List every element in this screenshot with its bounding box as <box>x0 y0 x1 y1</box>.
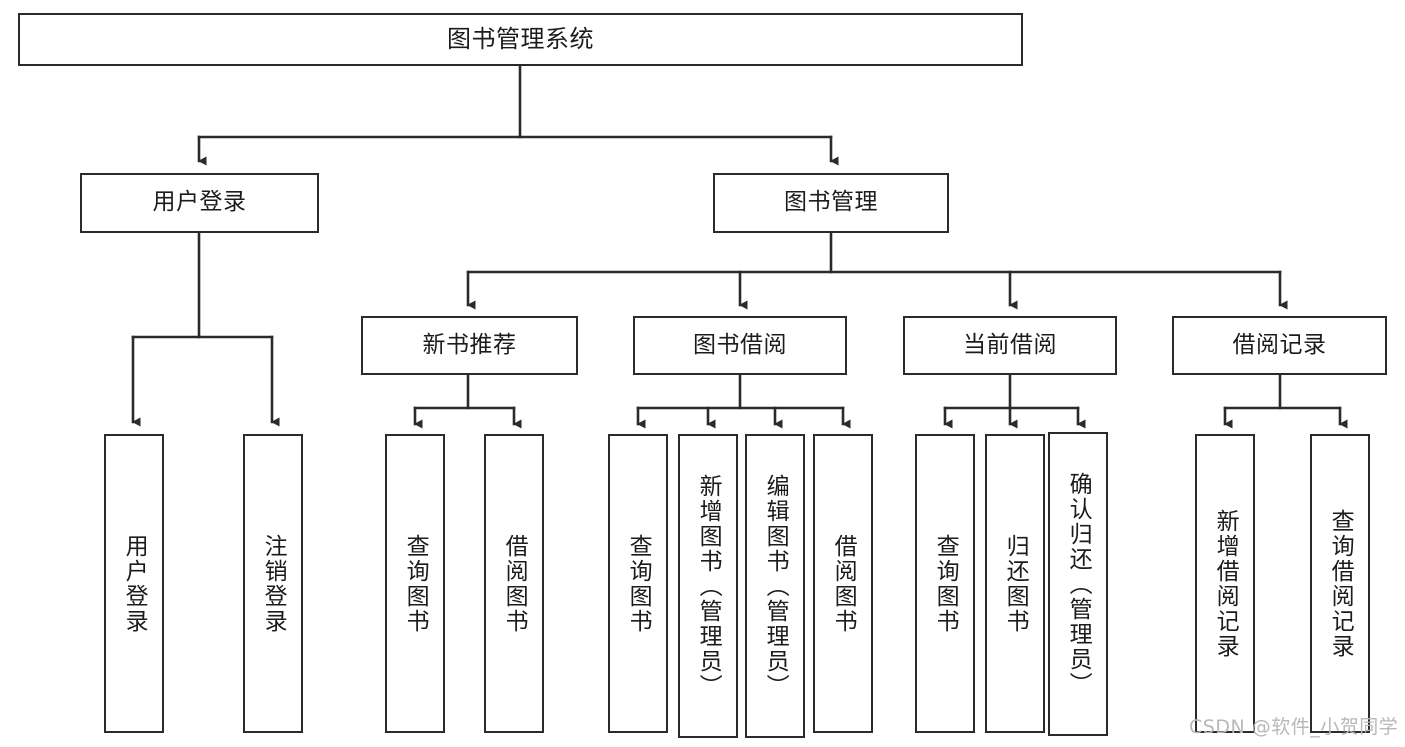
node-label: 查询图书 <box>932 533 959 634</box>
node-label: 新增图书（管理员） <box>695 473 722 699</box>
node-label: 新增借阅记录 <box>1212 508 1239 659</box>
node-label: 确认归还（管理员） <box>1065 471 1092 697</box>
leaf-query-borrow-record[interactable]: 查询借阅记录 <box>1310 434 1370 733</box>
node-label: 注销登录 <box>260 533 287 634</box>
leaf-user-login[interactable]: 用户登录 <box>104 434 164 733</box>
node-label: 借阅图书 <box>501 533 528 634</box>
node-label: 借阅图书 <box>830 533 857 634</box>
leaf-add-borrow-record[interactable]: 新增借阅记录 <box>1195 434 1255 733</box>
node-label: 图书管理系统 <box>447 25 594 54</box>
leaf-borrow-book-recommend[interactable]: 借阅图书 <box>484 434 544 733</box>
node-root-book-management-system[interactable]: 图书管理系统 <box>18 13 1023 66</box>
node-label: 归还图书 <box>1002 533 1029 634</box>
node-label: 编辑图书（管理员） <box>762 473 789 699</box>
leaf-confirm-return[interactable]: 确认归还（管理员） <box>1048 432 1108 736</box>
node-label: 当前借阅 <box>963 331 1057 358</box>
node-book-borrow[interactable]: 图书借阅 <box>633 316 847 375</box>
leaf-query-book-borrow[interactable]: 查询图书 <box>608 434 668 733</box>
node-label: 查询图书 <box>625 533 652 634</box>
node-user-login[interactable]: 用户登录 <box>80 173 319 233</box>
leaf-query-book-recommend[interactable]: 查询图书 <box>385 434 445 733</box>
leaf-borrow-book[interactable]: 借阅图书 <box>813 434 873 733</box>
node-label: 新书推荐 <box>422 331 517 358</box>
node-current-borrow[interactable]: 当前借阅 <box>903 316 1117 375</box>
node-book-management[interactable]: 图书管理 <box>713 173 949 233</box>
watermark: CSDN @软件_小贺同学 <box>1189 716 1399 738</box>
node-label: 用户登录 <box>152 189 247 216</box>
node-label: 图书管理 <box>784 189 878 216</box>
node-label: 图书借阅 <box>693 331 787 358</box>
node-label: 借阅记录 <box>1232 331 1327 358</box>
node-borrow-record[interactable]: 借阅记录 <box>1172 316 1387 375</box>
leaf-query-book-current[interactable]: 查询图书 <box>915 434 975 733</box>
node-new-book-recommend[interactable]: 新书推荐 <box>361 316 578 375</box>
node-label: 用户登录 <box>121 533 148 634</box>
leaf-add-book[interactable]: 新增图书（管理员） <box>678 434 738 738</box>
leaf-return-book[interactable]: 归还图书 <box>985 434 1045 733</box>
leaf-edit-book[interactable]: 编辑图书（管理员） <box>745 434 805 738</box>
node-label: 查询借阅记录 <box>1327 508 1354 659</box>
node-label: 查询图书 <box>402 533 429 634</box>
leaf-user-logout[interactable]: 注销登录 <box>243 434 303 733</box>
